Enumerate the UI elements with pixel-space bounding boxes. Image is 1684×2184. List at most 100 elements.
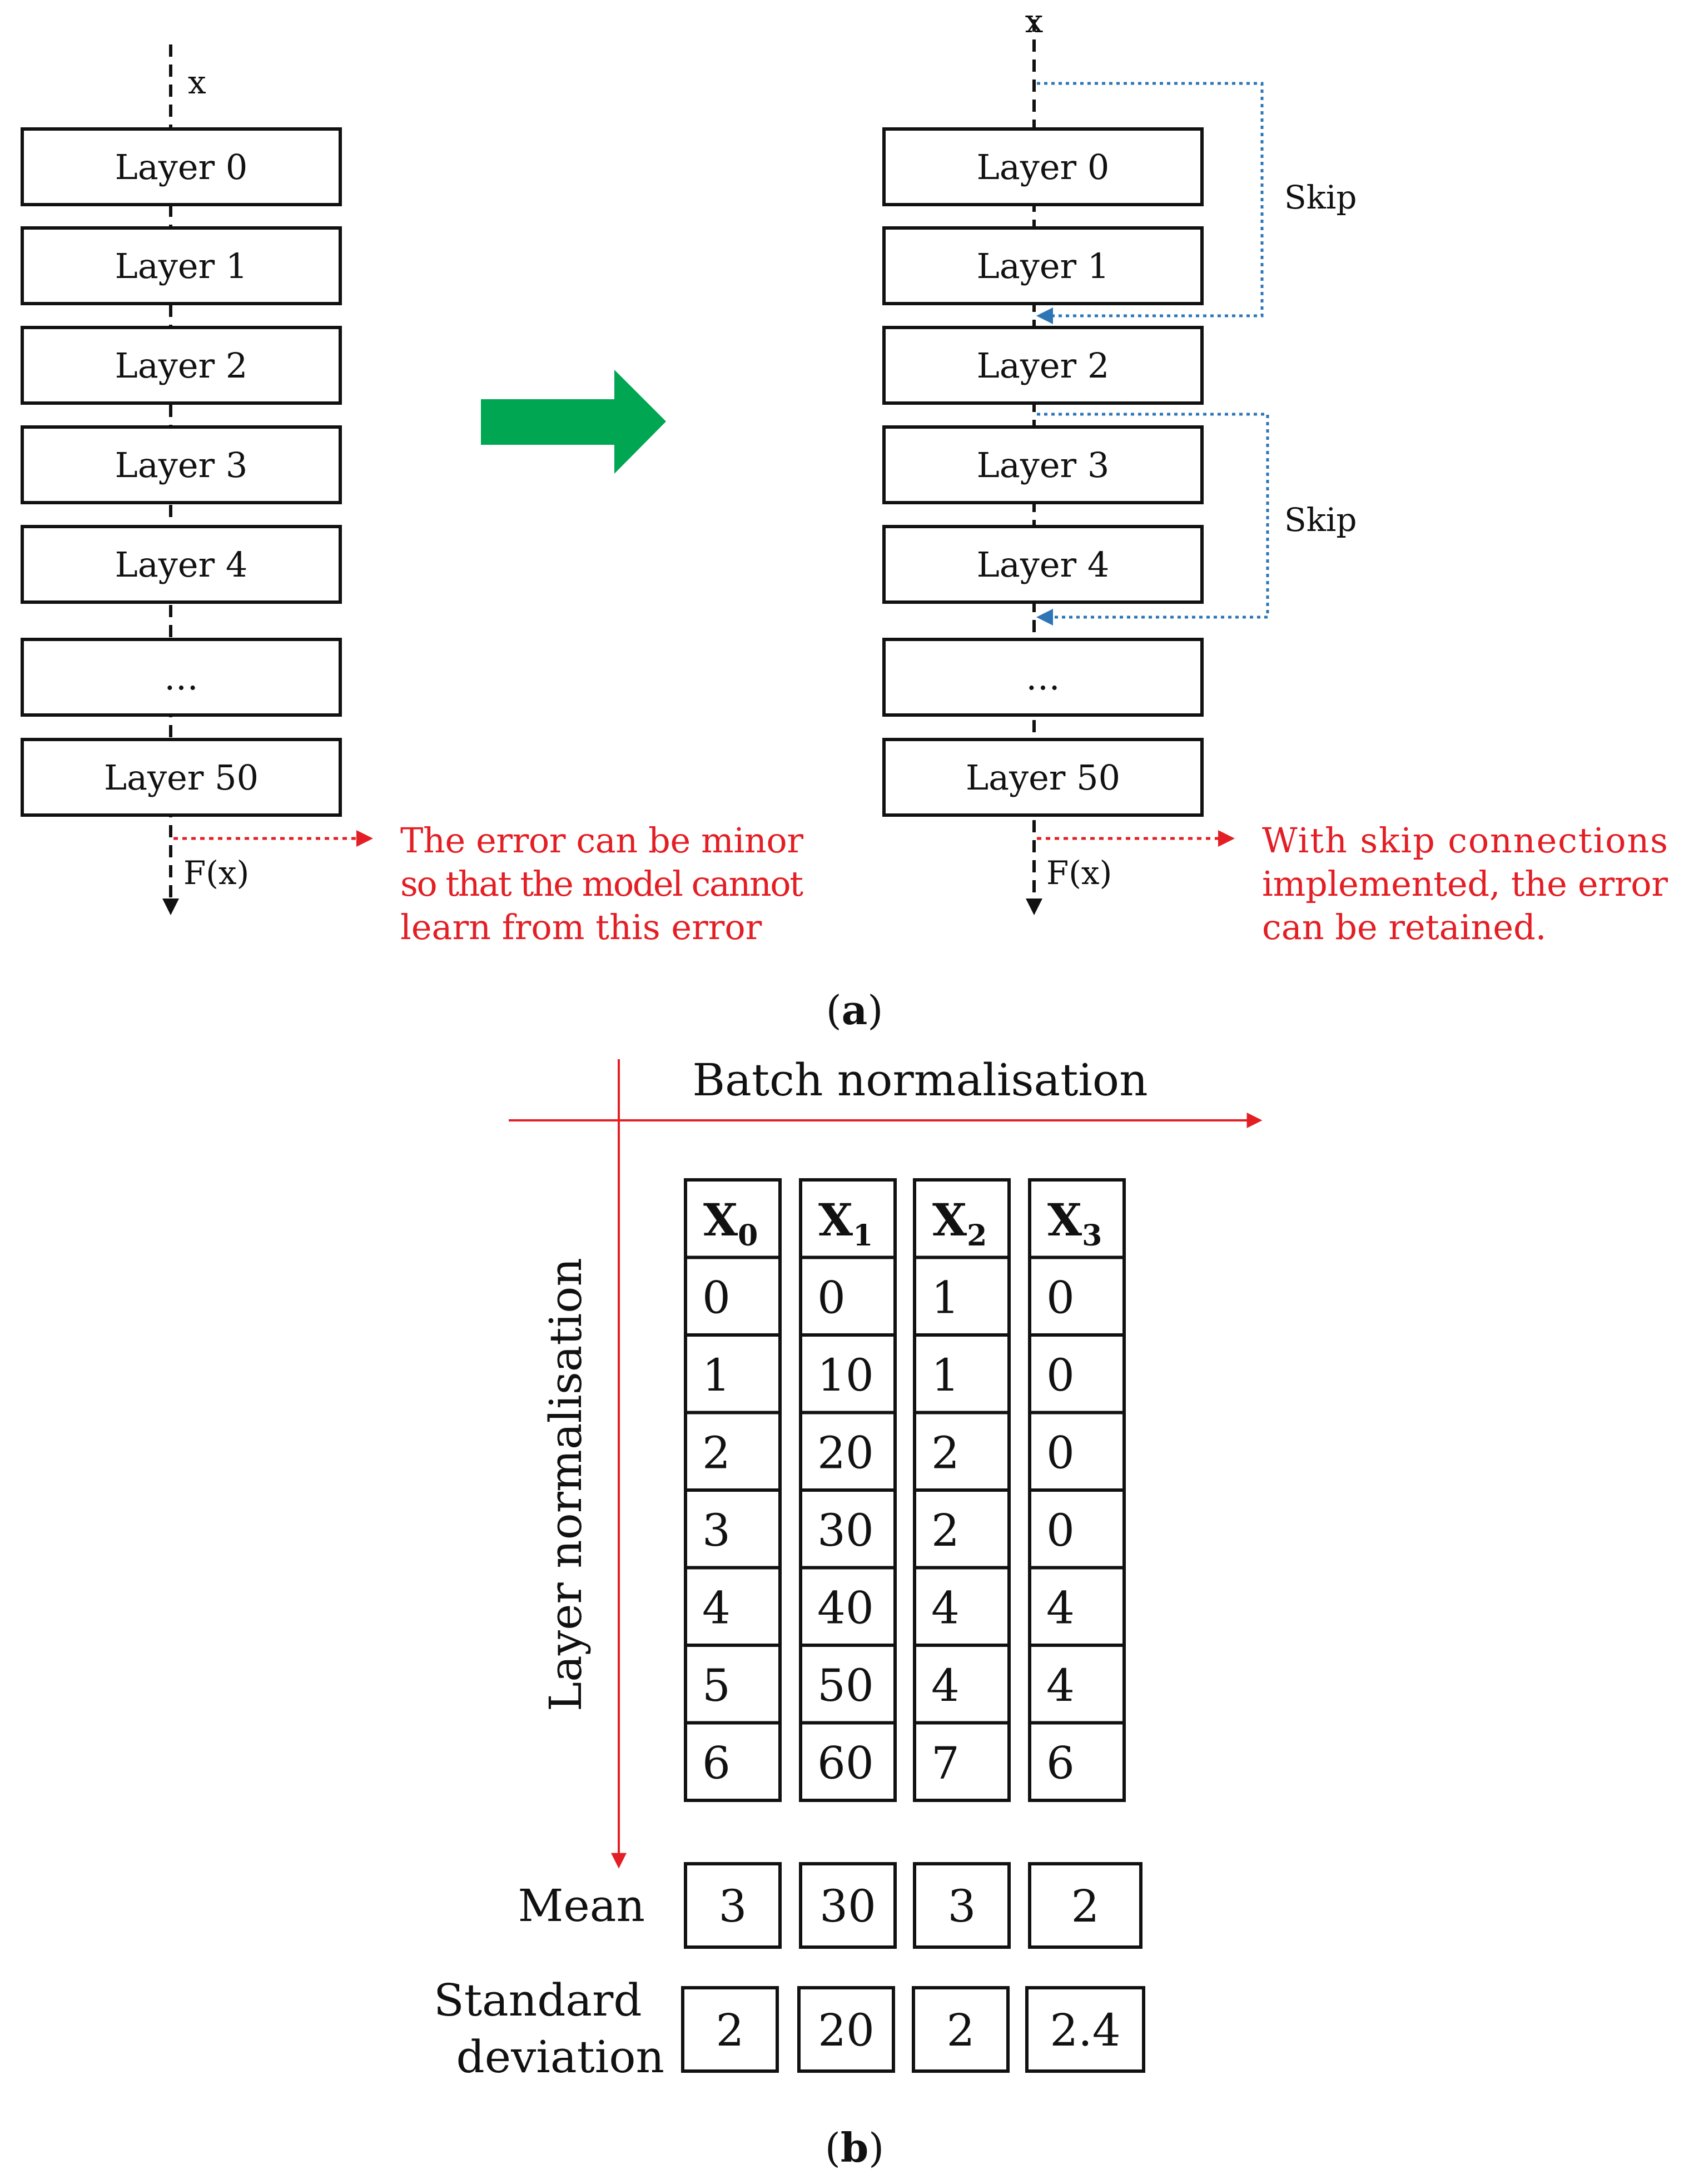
table-cell (684, 1566, 782, 1647)
cell-value: 1 (931, 1272, 960, 1324)
header-subscript: 0 (738, 1219, 758, 1253)
plain-layer-box: Layer 0 (21, 127, 342, 206)
plain-layer-box: Layer 1 (21, 226, 342, 305)
caption-a: (a) (826, 986, 883, 1034)
mean-cell (913, 1862, 1011, 1949)
caption-b: (b) (825, 2124, 885, 2171)
layer-label: Layer 1 (977, 246, 1110, 286)
note-line: can be retained. (1262, 907, 1546, 947)
cell-value: 4 (1046, 1660, 1075, 1711)
cell-value: 50 (817, 1660, 874, 1711)
skip-label: Skip (1284, 178, 1357, 216)
plain-layer-box: Layer 3 (21, 425, 342, 504)
mean-label: Mean (518, 1880, 645, 1932)
table-cell (684, 1333, 782, 1414)
cell-value: 1 (702, 1349, 731, 1401)
residual-output-label: F(x) (1046, 854, 1112, 892)
mean-value: 3 (948, 1880, 976, 1932)
layer-label: … (1026, 657, 1060, 698)
table-cell (1028, 1488, 1126, 1570)
header-subscript: 2 (967, 1219, 987, 1253)
cell-value: 10 (817, 1349, 874, 1401)
cell-value: 30 (817, 1505, 874, 1556)
table-cell (799, 1488, 897, 1570)
mean-cell (1028, 1862, 1142, 1949)
residual-layer-box: … (882, 638, 1204, 717)
std-value: 20 (818, 2004, 875, 2056)
plain-output-label: F(x) (183, 854, 249, 892)
layer-norm-label: Layer normalisation (540, 1258, 592, 1711)
table-header-cell (684, 1178, 782, 1259)
table-cell (1028, 1411, 1126, 1492)
mean-value: 30 (819, 1880, 876, 1932)
layer-label: Layer 3 (977, 445, 1110, 485)
table-cell (913, 1411, 1011, 1492)
table-cell (913, 1644, 1011, 1725)
layer-label: Layer 50 (104, 757, 259, 798)
cell-value: 6 (702, 1738, 731, 1789)
header-base: X (818, 1194, 853, 1246)
layer-label: Layer 3 (115, 445, 248, 485)
std-value: 2 (947, 2004, 975, 2056)
header-base: X (1047, 1194, 1082, 1246)
plain-layer-box: … (21, 638, 342, 717)
table-cell (1028, 1255, 1126, 1337)
note-line: With skip connections (1262, 820, 1668, 861)
cell-value: 2 (702, 1427, 731, 1479)
std-label-line: Standard (434, 1974, 642, 2026)
layer-label: Layer 4 (977, 544, 1110, 585)
residual-layer-box: Layer 0 (882, 127, 1204, 206)
transition-arrow (481, 370, 666, 474)
table-cell (684, 1488, 782, 1570)
header-subscript: 3 (1082, 1219, 1102, 1253)
mean-cell (799, 1862, 897, 1949)
cell-value: 4 (931, 1582, 960, 1634)
cell-value: 2 (931, 1427, 960, 1479)
table-cell (1028, 1644, 1126, 1725)
residual-layer-box: Layer 4 (882, 525, 1204, 604)
cell-value: 4 (931, 1660, 960, 1711)
column-header: X3 (1047, 1194, 1102, 1253)
cell-value: 20 (817, 1427, 874, 1479)
cell-value: 3 (702, 1505, 731, 1556)
residual-layer-box: Layer 3 (882, 425, 1204, 504)
mean-value: 3 (719, 1880, 747, 1932)
table-cell (1028, 1721, 1126, 1802)
cell-value: 0 (1046, 1505, 1075, 1556)
layer-label: Layer 0 (977, 147, 1110, 187)
table-cell (913, 1333, 1011, 1414)
table-cell (799, 1411, 897, 1492)
cell-value: 0 (817, 1272, 846, 1324)
residual-error-note: With skip connections implemented, the e… (1262, 820, 1668, 947)
std-cell (912, 1986, 1010, 2073)
table-header-cell (1028, 1178, 1126, 1259)
table-cell (684, 1255, 782, 1337)
cell-value: 4 (1046, 1582, 1075, 1634)
table-cell (684, 1644, 782, 1725)
cell-value: 6 (1046, 1738, 1075, 1789)
plain-layer-box: Layer 4 (21, 525, 342, 604)
skip-connection (1036, 82, 1264, 324)
table-cell (913, 1721, 1011, 1802)
std-label: Standard deviation (434, 1974, 664, 2083)
table-cell (1028, 1333, 1126, 1414)
table-cell (799, 1566, 897, 1647)
std-cell (797, 1986, 895, 2073)
cell-value: 40 (817, 1582, 874, 1634)
residual-layer-box: Layer 50 (882, 738, 1204, 817)
std-cell (681, 1986, 779, 2073)
note-line: The error can be minor (400, 820, 803, 861)
cell-value: 0 (702, 1272, 731, 1324)
std-value: 2 (716, 2004, 744, 2056)
layer-label: Layer 2 (115, 345, 248, 386)
mean-cell (684, 1862, 782, 1949)
plain-network: x Layer 0 Layer 1 Layer 2 Layer 3 Layer … (21, 44, 803, 947)
header-base: X (703, 1194, 738, 1246)
column-header: X2 (932, 1194, 987, 1253)
cell-value: 1 (931, 1349, 960, 1401)
cell-value: 5 (702, 1660, 731, 1711)
layer-label: Layer 0 (115, 147, 248, 187)
residual-layer-box: Layer 1 (882, 226, 1204, 305)
note-line: learn from this error (400, 907, 762, 947)
cell-value: 0 (1046, 1427, 1075, 1479)
